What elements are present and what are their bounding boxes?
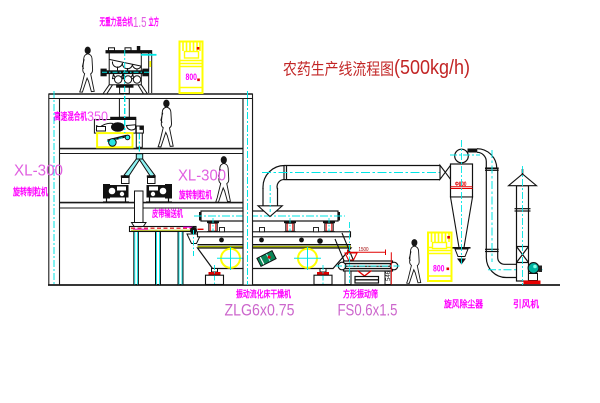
svg-text:Φ800: Φ800 [455, 181, 467, 188]
svg-text:旋转制粒机: 旋转制粒机 [12, 186, 48, 199]
svg-text:旋转制粒机: 旋转制粒机 [178, 189, 212, 202]
svg-text:高速混合机: 高速混合机 [54, 110, 87, 123]
svg-text:800: 800 [433, 264, 445, 275]
svg-text:方形振动筛: 方形振动筛 [343, 289, 378, 301]
svg-text:546: 546 [386, 270, 392, 281]
svg-text:1.5: 1.5 [133, 15, 147, 31]
svg-text:引风机: 引风机 [513, 299, 539, 311]
svg-text:振动流化床干燥机: 振动流化床干燥机 [236, 289, 291, 301]
svg-text:800: 800 [186, 72, 198, 83]
svg-text:立方: 立方 [149, 16, 160, 29]
svg-text:350: 350 [87, 108, 108, 124]
svg-text:1500: 1500 [359, 247, 369, 253]
svg-text:(500kg/h): (500kg/h) [394, 57, 470, 79]
svg-text:无重力混合机: 无重力混合机 [99, 16, 133, 29]
svg-text:FS0.6x1.5: FS0.6x1.5 [338, 302, 398, 320]
svg-text:XL-300: XL-300 [14, 163, 63, 180]
svg-text:旋风除尘器: 旋风除尘器 [443, 299, 483, 311]
svg-text:XL-300: XL-300 [178, 168, 226, 185]
svg-text:皮带输送机: 皮带输送机 [151, 208, 183, 220]
svg-text:农药生产线流程图: 农药生产线流程图 [283, 61, 394, 79]
svg-text:ZLG6x0.75: ZLG6x0.75 [225, 302, 295, 320]
